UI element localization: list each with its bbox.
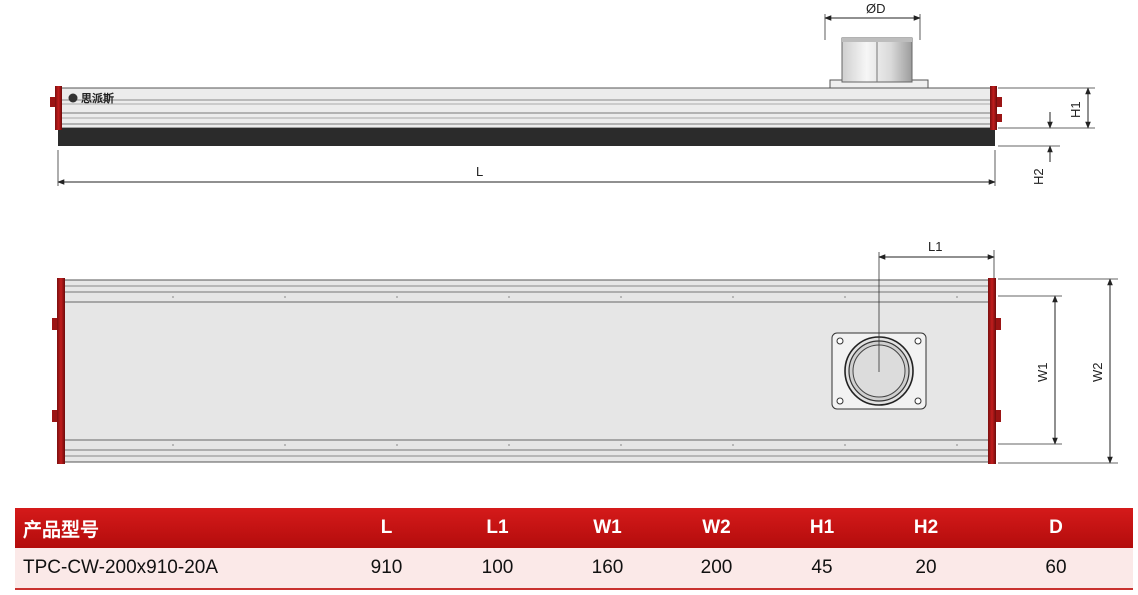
header-w1: W1 xyxy=(553,508,662,548)
dim-label-l: L xyxy=(476,164,483,179)
cell-w1: 160 xyxy=(553,548,662,590)
header-model: 产品型号 xyxy=(15,508,331,548)
top-view: L1 W1 W2 xyxy=(52,239,1118,464)
top-left-tab-2 xyxy=(52,410,57,422)
dim-label-h1: H1 xyxy=(1068,101,1083,118)
spec-table: 产品型号 L L1 W1 W2 H1 H2 D TPC-CW-200x910-2… xyxy=(15,508,1133,590)
dim-label-l1: L1 xyxy=(928,239,942,254)
top-left-tab-1 xyxy=(52,318,57,330)
cell-l: 910 xyxy=(331,548,442,590)
dim-label-h2: H2 xyxy=(1031,168,1046,185)
table-row: TPC-CW-200x910-20A 910 100 160 200 45 20… xyxy=(15,548,1133,590)
top-left-end-cap xyxy=(57,278,65,464)
cell-w2: 200 xyxy=(662,548,771,590)
cell-h2: 20 xyxy=(873,548,979,590)
side-rail-body xyxy=(57,87,996,129)
logo-mark-icon xyxy=(68,93,78,103)
header-h1: H1 xyxy=(771,508,873,548)
spec-table-header-row: 产品型号 L L1 W1 W2 H1 H2 D xyxy=(15,508,1133,548)
base-strip xyxy=(58,128,995,146)
header-d: D xyxy=(979,508,1133,548)
right-end-tab-lower xyxy=(997,114,1002,122)
dim-label-w2: W2 xyxy=(1090,363,1105,383)
top-right-tab-2 xyxy=(996,410,1001,422)
technical-drawing: 思派斯 L ØD H1 H2 xyxy=(50,1,1118,464)
header-h2: H2 xyxy=(873,508,979,548)
cell-model: TPC-CW-200x910-20A xyxy=(15,548,331,590)
right-end-tab xyxy=(997,97,1002,107)
dim-label-w1: W1 xyxy=(1035,363,1050,383)
cell-l1: 100 xyxy=(442,548,553,590)
cell-d: 60 xyxy=(979,548,1133,590)
cell-h1: 45 xyxy=(771,548,873,590)
top-right-tab-1 xyxy=(996,318,1001,330)
side-view: 思派斯 L ØD H1 H2 xyxy=(50,1,1095,186)
left-end-cap xyxy=(55,86,62,130)
top-right-end-cap xyxy=(988,278,996,464)
header-w2: W2 xyxy=(662,508,771,548)
right-end-cap xyxy=(990,86,997,130)
dim-label-d: ØD xyxy=(866,1,886,16)
logo-text: 思派斯 xyxy=(81,91,114,105)
header-l1: L1 xyxy=(442,508,553,548)
outlet-cylinder xyxy=(829,37,929,89)
header-l: L xyxy=(331,508,442,548)
left-end-tab xyxy=(50,97,55,107)
